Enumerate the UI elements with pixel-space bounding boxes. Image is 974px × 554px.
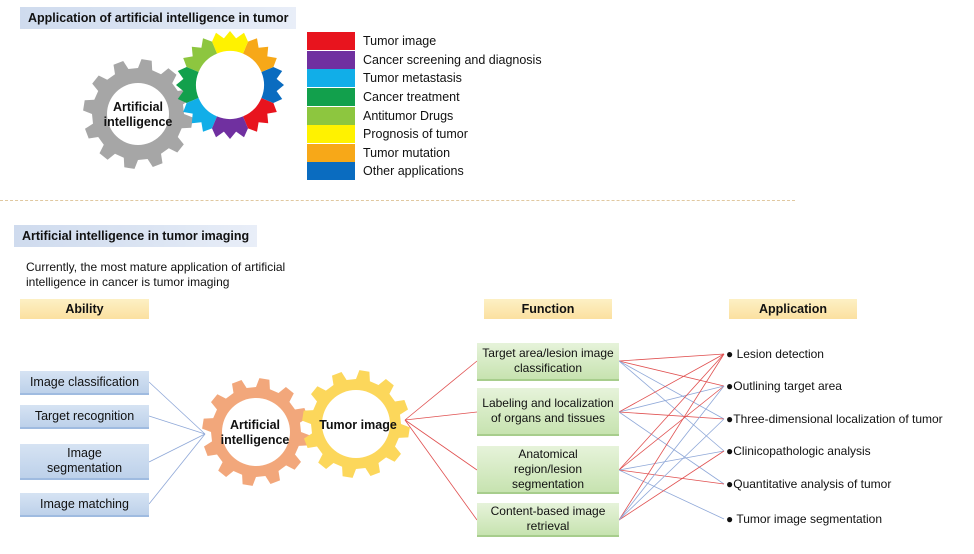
legend-row: Other applications [307,162,542,181]
ability-connector [148,415,206,435]
ability-connector [148,381,206,435]
legend-row: Tumor image [307,32,542,51]
ring-segment [261,67,284,103]
section-divider [0,200,795,201]
legend-swatch [307,106,355,125]
function-connector [404,411,478,421]
section1-title: Application of artificial intelligence i… [20,7,297,29]
legend-label: Cancer treatment [363,90,460,105]
legend-label: Tumor image [363,34,437,49]
application-item: ●Quantitative analysis of tumor [726,477,892,491]
legend-row: Cancer screening and diagnosis [307,50,542,70]
ring-segment [212,116,248,139]
legend-swatch [307,88,355,107]
application-item: ●Outlining target area [726,379,842,393]
application-item: ●Three-dimensional localization of tumor [726,412,943,426]
function-connector [404,419,478,521]
legend-label: Prognosis of tumor [363,127,468,142]
header-application: Application [729,299,857,319]
legend-row: Tumor mutation [307,143,542,163]
application-connector [618,353,725,413]
legend-row: Prognosis of tumor [307,125,542,144]
legend-label: Tumor metastasis [363,71,462,86]
function-connector [404,419,478,471]
function-connectors [404,360,478,521]
legend-swatch [307,32,355,51]
legend-label: Cancer screening and diagnosis [363,52,542,67]
application-connector [618,418,725,521]
gear-label-ai-top: Artificial intelligence [103,100,173,129]
application-connector [618,411,725,420]
ability-item: Image segmentation [20,444,149,480]
application-connector [618,385,725,521]
function-connector [404,360,478,421]
application-item: ● Lesion detection [726,347,824,361]
legend-swatch [307,143,355,162]
header-ability: Ability [20,299,149,319]
ability-connectors [148,381,206,505]
ability-item: Target recognition [20,405,149,429]
application-connector [618,469,725,485]
ability-item: Image matching [20,493,149,517]
tumor-gear [302,370,410,478]
ai-gear [202,378,310,486]
ring-segment [176,67,199,103]
application-connector [618,450,725,521]
application-connectors [618,353,725,521]
tumor-gear-label: Tumor image [319,418,397,432]
ability-connector [148,433,206,463]
ai-gear-hole [222,398,290,466]
gray-gear-hole [107,83,169,145]
intro-text: Currently, the most mature application o… [26,260,286,289]
legend-label: Tumor mutation [363,145,451,160]
section2-title: Artificial intelligence in tumor imaging [14,225,258,247]
ring-segment [212,31,248,54]
gray-gear [83,59,193,169]
application-connector [618,353,725,521]
ring-segment [183,38,217,72]
function-item: Labeling and localization of organs and … [477,388,619,436]
legend-swatch [307,50,355,69]
legend-row: Tumor metastasis [307,69,542,88]
application-connector [618,385,725,471]
legend-label: Antitumor Drugs [363,108,454,123]
function-item: Content-based image retrieval [477,503,619,537]
legend-row: Antitumor Drugs [307,106,542,125]
application-connector [618,385,725,413]
ability-connector [148,433,206,505]
function-item: Target area/lesion image classification [477,343,619,381]
application-connector [618,360,725,387]
legend-swatch [307,162,355,181]
application-connector [618,411,725,485]
application-connector [618,360,725,420]
application-connector [618,450,725,471]
application-item: ●Clinicopathologic analysis [726,444,871,458]
application-connector [618,353,725,471]
ring-segment [243,38,277,72]
legend-swatch [307,125,355,144]
ai-gear-label: Artificial intelligence [220,418,290,447]
legend-label: Other applications [363,164,464,179]
function-item: Anatomical region/lesion segmentation [477,446,619,494]
legend-swatch [307,69,355,88]
application-item: ● Tumor image segmentation [726,512,882,526]
ability-item: Image classification [20,371,149,395]
color-ring [176,31,284,139]
tumor-gear-hole [322,390,390,458]
ring-segment [243,98,277,132]
ring-segment [183,98,217,132]
legend-row: Cancer treatment [307,88,542,107]
application-connector [618,469,725,520]
application-connector [618,353,725,362]
header-function: Function [484,299,612,319]
